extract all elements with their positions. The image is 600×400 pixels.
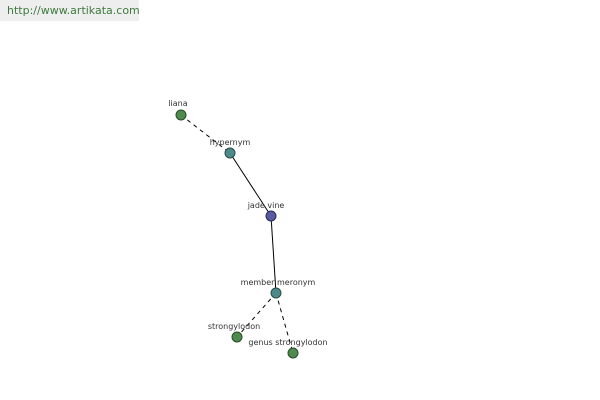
- node-liana[interactable]: [175, 109, 187, 121]
- edge-hypernym-jade-vine: [229, 152, 272, 217]
- node-jade-vine[interactable]: [265, 210, 277, 222]
- edge-liana-hypernym: [180, 114, 231, 154]
- edge-jade-vine-member-meronym: [270, 215, 277, 294]
- node-member-meronym[interactable]: [270, 287, 282, 299]
- node-label-hypernym: hypernym: [210, 138, 251, 147]
- site-url-watermark[interactable]: http://www.artikata.com: [0, 0, 140, 21]
- node-label-strongylodon: strongylodon: [208, 322, 260, 331]
- node-strongylodon[interactable]: [231, 331, 243, 343]
- node-hypernym[interactable]: [224, 147, 236, 159]
- node-label-genus-strongylodon: genus strongylodon: [248, 338, 327, 347]
- edge-member-meronym-strongylodon: [236, 292, 277, 338]
- edge-member-meronym-genus-strongylodon: [275, 292, 294, 354]
- node-genus-strongylodon[interactable]: [287, 347, 299, 359]
- node-label-jade-vine: jade vine: [247, 201, 285, 210]
- node-label-liana: liana: [168, 99, 187, 108]
- node-label-member-meronym: member meronym: [241, 278, 316, 287]
